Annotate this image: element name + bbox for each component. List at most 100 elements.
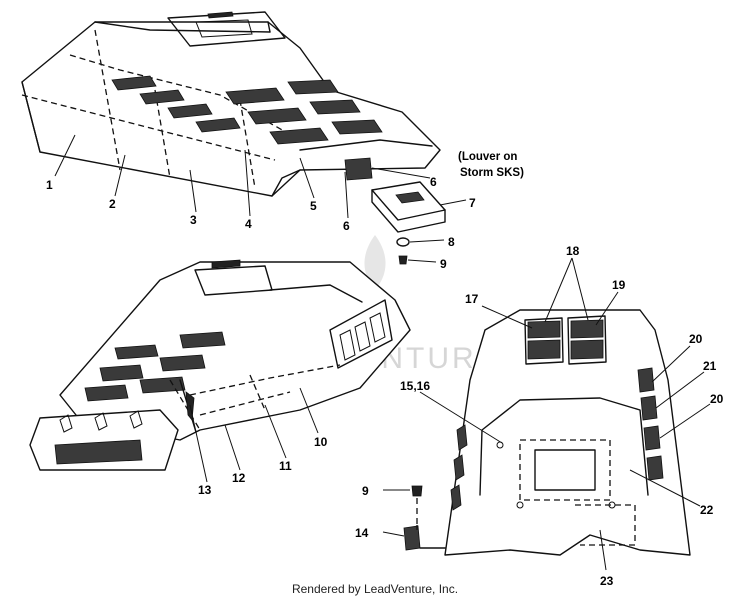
callout-12: 12	[232, 471, 246, 485]
nose-tab	[129, 410, 143, 429]
callout-14: 14	[355, 526, 369, 540]
leader-line	[224, 424, 241, 471]
inner-center-plate	[534, 449, 596, 491]
top-hood-gauge-plate	[195, 19, 253, 38]
top-hood-ridge	[94, 21, 271, 33]
middle-hood-assembly	[29, 259, 411, 471]
inner-side-vent	[643, 425, 661, 451]
grille-shape	[99, 364, 144, 382]
leader-lines	[54, 134, 711, 571]
leader-line	[189, 169, 197, 213]
top-hood-ridge-cap	[267, 21, 271, 33]
grille-shape	[139, 376, 186, 394]
callout-22: 22	[700, 503, 714, 517]
bolt-lower	[411, 485, 423, 497]
callout-labels: 1 2 3 4 5 6 6 7 8 9 9 10 11 12 13 14 15,…	[46, 175, 724, 588]
louver-note-line1: (Louver on	[458, 151, 517, 163]
grille-shape	[84, 384, 129, 402]
grille-shape	[139, 89, 185, 105]
louver-note-line2: Storm SKS)	[460, 167, 524, 179]
callout-9-bottom: 9	[362, 484, 369, 498]
middle-hood-latch	[211, 259, 241, 269]
grille-shape	[269, 127, 329, 145]
callout-10: 10	[314, 435, 328, 449]
leader-line	[655, 371, 705, 409]
louver-slat	[369, 312, 386, 343]
front-nose-grille	[54, 439, 143, 465]
leader-line	[299, 157, 315, 199]
callout-8: 8	[448, 235, 455, 249]
leader-line	[371, 167, 431, 179]
louver-parts	[344, 157, 446, 265]
middle-hood-side-louver	[329, 299, 393, 369]
watermark-flame-icon	[364, 235, 386, 290]
top-hood-panel-line-b	[94, 29, 121, 171]
callout-1: 1	[46, 178, 53, 192]
screw-top	[398, 255, 408, 265]
callout-21: 21	[703, 359, 717, 373]
grille-shape	[111, 75, 157, 91]
leader-line	[54, 134, 76, 177]
louver-plate-side	[371, 189, 446, 233]
leader-line	[114, 154, 126, 197]
inner-center-panel	[519, 439, 611, 501]
inner-grille	[527, 320, 561, 339]
leader-line	[599, 529, 607, 571]
louver-slat	[339, 329, 356, 361]
grille-shape	[159, 354, 206, 372]
top-hood-panel-line-a	[21, 94, 276, 161]
grille-shape	[225, 87, 285, 105]
grille-shape	[167, 103, 213, 119]
middle-hood-ridge	[269, 284, 363, 303]
leader-line	[407, 259, 437, 263]
middle-hood-panel-line-b	[199, 391, 291, 416]
leader-line	[439, 199, 467, 206]
callout-13: 13	[198, 483, 212, 497]
callout-23: 23	[600, 574, 614, 588]
callout-7: 7	[469, 196, 476, 210]
inner-grille	[570, 339, 604, 360]
leader-line	[244, 149, 251, 217]
top-hood-left-grilles	[111, 75, 241, 133]
callout-5: 5	[310, 199, 317, 213]
inner-grille	[570, 319, 604, 339]
inner-lower-panel	[575, 504, 636, 546]
grille-shape	[287, 79, 339, 95]
callout-20a: 20	[689, 332, 703, 346]
top-hood-assembly	[21, 11, 441, 197]
callout-17: 17	[465, 292, 479, 306]
leader-line	[544, 257, 573, 323]
leader-line	[419, 391, 503, 444]
leader-line	[571, 257, 589, 321]
grille-shape	[114, 344, 159, 360]
inner-grille	[527, 339, 561, 360]
nose-tab	[59, 414, 73, 433]
callout-6a: 6	[430, 175, 437, 189]
leader-line	[264, 404, 287, 459]
leader-line	[299, 387, 319, 434]
grille-shape	[331, 119, 383, 135]
leader-line	[651, 345, 691, 383]
leader-line	[189, 404, 208, 483]
washer	[396, 237, 410, 247]
callout-19: 19	[612, 278, 626, 292]
leader-line	[409, 239, 445, 243]
nose-tab	[94, 412, 108, 431]
inner-hood-assembly	[403, 309, 691, 556]
callout-6b: 6	[343, 219, 350, 233]
leader-line	[344, 171, 349, 219]
louver-slat	[354, 321, 371, 352]
callout-15-16: 15,16	[400, 379, 430, 393]
fastener	[516, 501, 524, 509]
callout-9-top: 9	[440, 257, 447, 271]
fastener	[608, 501, 616, 509]
callout-18: 18	[566, 244, 580, 258]
top-hood-panel-line-c	[154, 89, 171, 179]
grille-shape	[179, 331, 226, 349]
top-hood-nose-curve	[271, 169, 301, 197]
leader-line	[481, 305, 533, 329]
footer-credit: Rendered by LeadVenture, Inc.	[291, 582, 459, 596]
top-hood-panel-line-d	[239, 99, 256, 189]
